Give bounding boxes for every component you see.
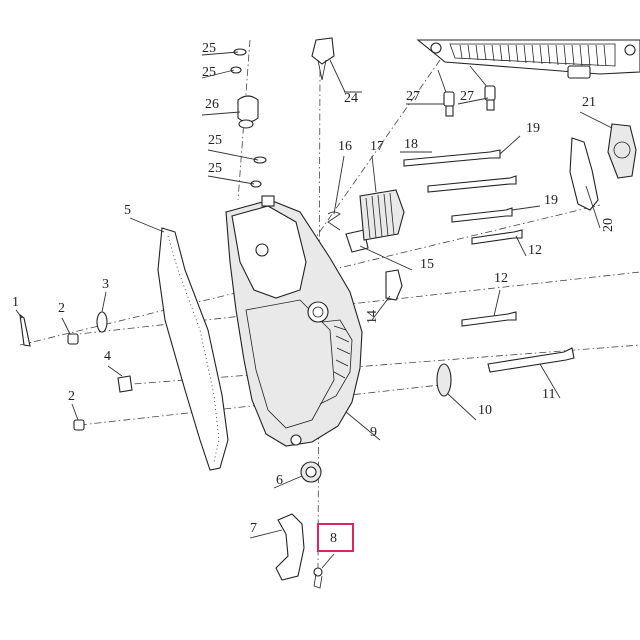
- bolt-27-pair: [437, 65, 496, 117]
- label-16: 16: [338, 139, 352, 154]
- label-11: 11: [542, 387, 555, 402]
- label-2-a: 2: [58, 301, 65, 316]
- label-25-d: 25: [208, 161, 222, 176]
- label-9: 9: [370, 425, 377, 440]
- label-27-b: 27: [460, 89, 474, 104]
- label-27-a: 27: [406, 89, 420, 104]
- radiator-fragment: [416, 39, 640, 79]
- label-26: 26: [205, 97, 219, 112]
- label-14: 14: [365, 310, 380, 324]
- small-parts-left: [19, 311, 133, 431]
- label-21: 21: [582, 95, 596, 110]
- label-18: 18: [404, 137, 418, 152]
- gasket-5: [157, 227, 229, 471]
- part-labels: 25 25 26 25 25 24 27 27 21 19 16 17 18 1…: [12, 41, 616, 546]
- label-12-b: 12: [494, 271, 508, 286]
- label-24: 24: [344, 91, 358, 106]
- engine-cover-9: [225, 195, 363, 447]
- label-12-a: 12: [528, 243, 542, 258]
- label-5: 5: [124, 203, 131, 218]
- label-15: 15: [420, 257, 434, 272]
- label-4: 4: [104, 349, 111, 364]
- label-7: 7: [250, 521, 257, 536]
- label-17: 17: [370, 139, 384, 154]
- sensor-24: [311, 37, 346, 93]
- leader-lines: [15, 51, 613, 569]
- highlight-box-part-8: [317, 523, 354, 552]
- label-6: 6: [276, 473, 283, 488]
- pump-parts-20-21: [569, 123, 637, 211]
- label-19-b: 19: [544, 193, 558, 208]
- label-19-a: 19: [526, 121, 540, 136]
- label-3: 3: [102, 277, 109, 292]
- label-25-b: 25: [202, 65, 216, 80]
- bottom-parts: [275, 461, 323, 589]
- label-1: 1: [12, 295, 19, 310]
- long-bolts: [403, 149, 575, 373]
- mid-parts: [327, 189, 452, 397]
- label-20: 20: [601, 218, 616, 232]
- label-25-a: 25: [202, 41, 216, 56]
- washer-stack-25-26: [230, 48, 267, 188]
- label-8: 8: [330, 531, 337, 546]
- label-2-b: 2: [68, 389, 75, 404]
- label-25-c: 25: [208, 133, 222, 148]
- label-10: 10: [478, 403, 492, 418]
